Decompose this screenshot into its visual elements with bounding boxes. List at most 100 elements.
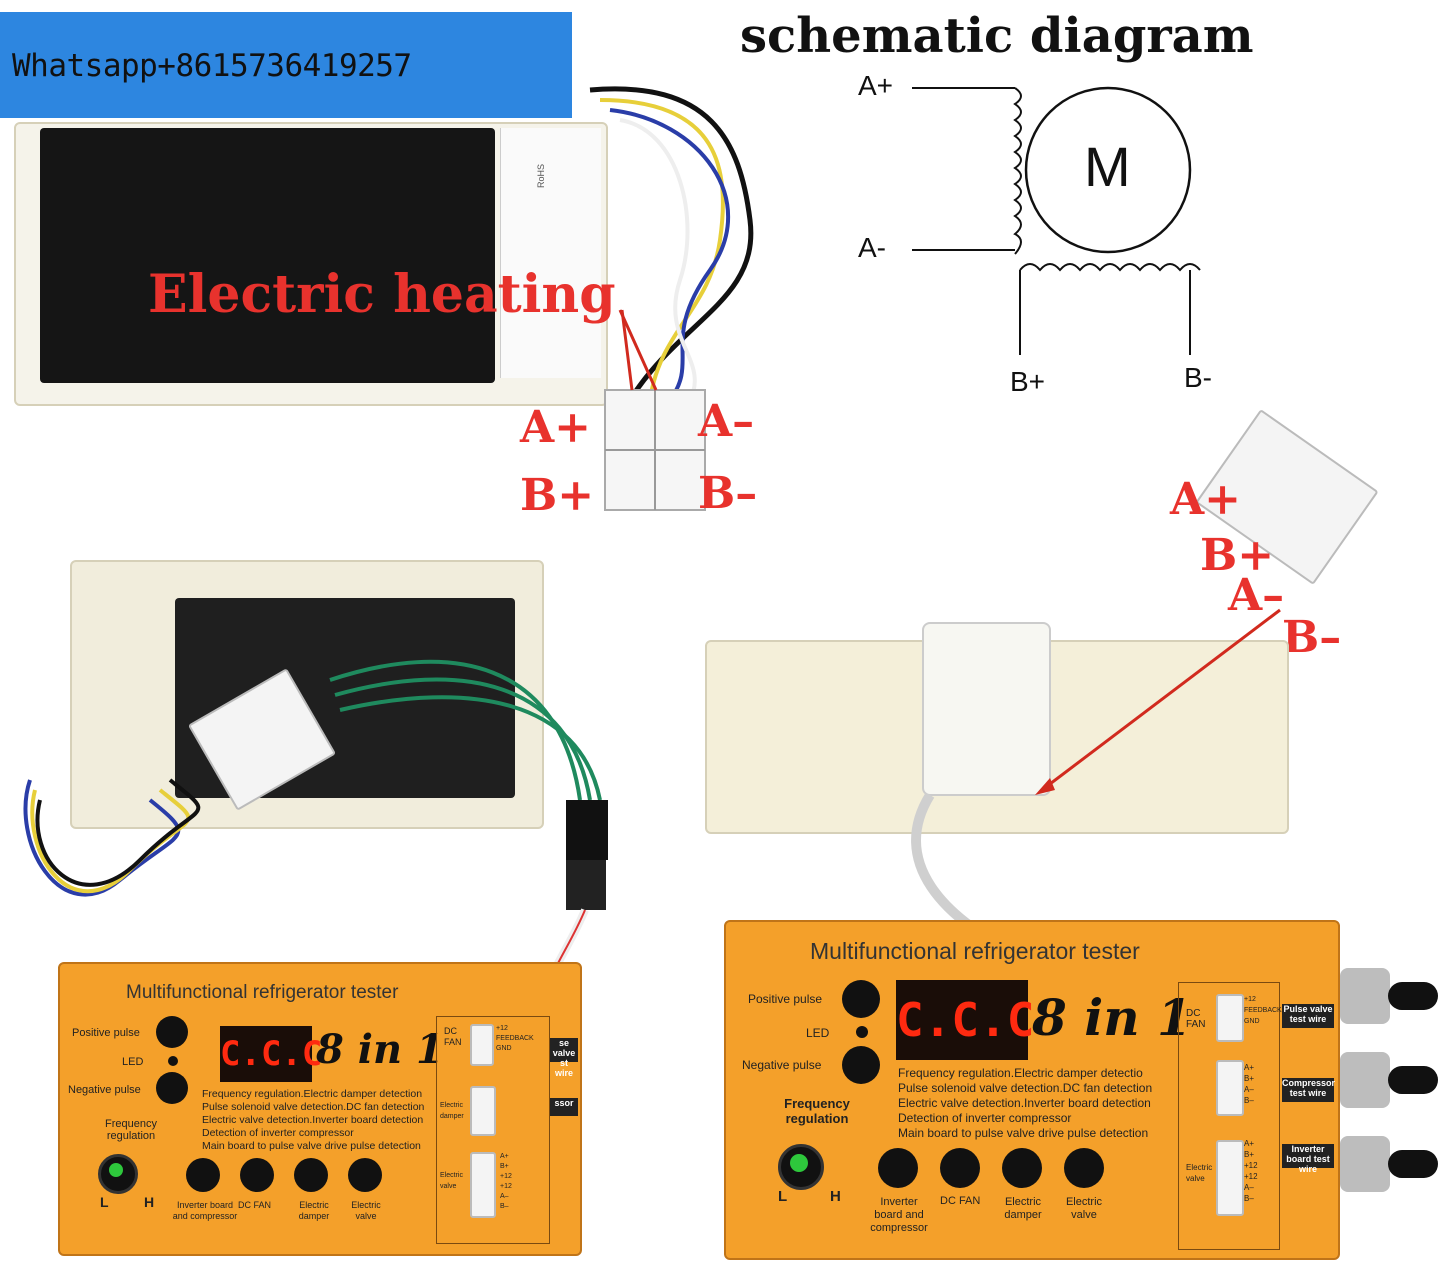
knob-cap xyxy=(790,1154,808,1172)
knob-cap xyxy=(109,1163,123,1177)
photo1-pin-b-plus: B+ xyxy=(520,470,595,521)
tester-right-positive-pulse-button[interactable] xyxy=(842,980,880,1018)
tester-right-btn-damper[interactable] xyxy=(1002,1148,1042,1188)
schematic-a-plus: A+ xyxy=(858,70,894,101)
tester-right: Multifunctional refrigerator tester Posi… xyxy=(724,920,1340,1260)
tester-right-valve-pins: A+ B+ +12 +12 A– B– xyxy=(1244,1139,1258,1203)
electric-heating-label: Electric heating xyxy=(148,264,616,325)
tester-right-dcfan-pins: +12 FEEDBACK GND xyxy=(1244,996,1282,1025)
tester-right-port-panel xyxy=(1178,982,1280,1250)
tester-left-btn-valve-label: Electric valve xyxy=(351,1200,381,1221)
schematic-b-minus: B- xyxy=(1184,362,1212,393)
damper-sticker xyxy=(500,128,601,378)
tester-right-btn-inverter-label: Inverter board and compressor xyxy=(870,1196,928,1234)
cable-1 xyxy=(1388,982,1438,1010)
schematic-a-minus: A- xyxy=(858,232,886,263)
tester-left-btn-damper-label: Electric damper xyxy=(298,1200,330,1221)
tester-right-low: L xyxy=(778,1188,788,1205)
tester-left-valve-label: Electric valve xyxy=(440,1172,463,1190)
tester-right-led xyxy=(856,1026,868,1038)
tester-right-inverter-tag: Inverter board test wire xyxy=(1282,1144,1334,1174)
tester-left-negative-pulse-button[interactable] xyxy=(156,1072,188,1104)
tester-left-pulse-tag: se valve st wire xyxy=(550,1038,578,1078)
photo1-pin-a-minus: A– xyxy=(698,396,755,447)
tester-left-high: H xyxy=(144,1194,155,1210)
tester-left-positive-pulse-button[interactable] xyxy=(156,1016,188,1048)
tester-left-positive-pulse-label: Positive pulse xyxy=(72,1027,140,1039)
tester-left-freq-knob[interactable] xyxy=(98,1154,138,1194)
heating-element xyxy=(40,128,495,383)
schematic-title: schematic diagram xyxy=(740,8,1254,64)
tester-right-logo: 8 in 1 xyxy=(1032,988,1192,1047)
tester-right-title: Multifunctional refrigerator tester xyxy=(810,938,1140,964)
tester-left-valve-port[interactable] xyxy=(470,1152,496,1218)
tester-right-negative-pulse-button[interactable] xyxy=(842,1046,880,1084)
tester-left-btn-dcfan-label: DC FAN xyxy=(238,1200,272,1210)
tester-left: Multifunctional refrigerator tester Posi… xyxy=(58,962,582,1256)
tester-left-negative-pulse-label: Negative pulse xyxy=(68,1084,141,1096)
tester-left-btn-dcfan[interactable] xyxy=(240,1158,274,1192)
tester-right-btn-inverter[interactable] xyxy=(878,1148,918,1188)
tester-left-dcfan-port[interactable] xyxy=(470,1024,494,1066)
photo4-pin-b-plus: B+ xyxy=(1200,530,1275,581)
schematic-b-plus: B+ xyxy=(1010,366,1046,397)
tester-right-dcfan-label: DC FAN xyxy=(1186,1008,1206,1030)
photo3-wires xyxy=(23,659,608,1060)
tester-left-led xyxy=(168,1056,178,1066)
photo1-wires xyxy=(589,86,754,511)
photo4-pin-b-minus: B– xyxy=(1282,612,1342,663)
tester-right-btn-valve-label: Electric valve xyxy=(1065,1196,1103,1221)
photo1-pin-b-minus: B– xyxy=(698,468,758,519)
tester-left-logo: 8 in 1 xyxy=(316,1026,444,1073)
tester-right-dcfan-port[interactable] xyxy=(1216,994,1244,1042)
whatsapp-banner: Whatsapp+8615736419257 xyxy=(0,12,572,118)
tester-right-btn-dcfan[interactable] xyxy=(940,1148,980,1188)
photo-damper-top: RoHS xyxy=(0,118,620,418)
tester-left-dcfan-pins: +12 FEEDBACK GND xyxy=(496,1025,534,1052)
tester-right-btn-valve[interactable] xyxy=(1064,1148,1104,1188)
tester-left-display: C.C.C xyxy=(220,1026,322,1082)
tester-right-freq-label: Frequency regulation xyxy=(784,1096,850,1126)
tester-left-btn-inverter-label: Inverter board and compressor xyxy=(172,1200,238,1221)
cable-gland-2 xyxy=(1340,1052,1390,1108)
photo4-pin-a-plus: A+ xyxy=(1170,474,1242,525)
tester-left-valve-pins: A+ B+ +12 +12 A– B– xyxy=(500,1153,512,1210)
tester-right-positive-pulse-label: Positive pulse xyxy=(748,992,823,1006)
cable-3 xyxy=(1388,1150,1438,1178)
tester-left-low: L xyxy=(100,1194,109,1210)
tester-right-valve-port[interactable] xyxy=(1216,1140,1244,1216)
tester-left-comp-tag: ssor xyxy=(550,1098,578,1116)
tester-right-valve-label: Electric valve xyxy=(1186,1163,1213,1183)
tester-right-negative-pulse-label: Negative pulse xyxy=(742,1058,822,1072)
cable-gland-3 xyxy=(1340,1136,1390,1192)
damper-motor-block xyxy=(922,622,1051,796)
cable-2 xyxy=(1388,1066,1438,1094)
sticker-text: RoHS xyxy=(525,164,558,198)
tester-left-freq-label: Frequency regulation xyxy=(105,1118,157,1142)
tester-right-btn-dcfan-label: DC FAN xyxy=(940,1195,981,1207)
tester-left-btn-valve[interactable] xyxy=(348,1158,382,1192)
tester-left-btn-inverter[interactable] xyxy=(186,1158,220,1192)
tester-right-damper-port[interactable] xyxy=(1216,1060,1244,1116)
stepper-motor-schematic xyxy=(912,86,1201,355)
tester-right-freq-knob[interactable] xyxy=(778,1144,824,1190)
tester-right-comp-tag: Compressor test wire xyxy=(1282,1078,1335,1102)
tester-left-damper-port[interactable] xyxy=(470,1086,496,1136)
tester-left-led-label: LED xyxy=(122,1056,144,1068)
banner-text: Whatsapp+8615736419257 xyxy=(12,48,412,84)
tester-right-features: Frequency regulation.Electric damper det… xyxy=(898,1066,1153,1140)
tester-left-btn-damper[interactable] xyxy=(294,1158,328,1192)
tester-right-display: C.C.C xyxy=(896,980,1034,1060)
tester-left-damper-label: Electric damper xyxy=(440,1102,464,1120)
photo1-pin-a-plus: A+ xyxy=(520,402,592,453)
tester-right-damper-pins: A+ B+ A– B– xyxy=(1244,1063,1255,1105)
tester-right-btn-damper-label: Electric damper xyxy=(1004,1196,1042,1221)
tester-right-high: H xyxy=(830,1188,841,1205)
tester-left-features: Frequency regulation.Electric damper det… xyxy=(202,1088,425,1152)
tester-left-dcfan-label: DC FAN xyxy=(444,1026,462,1047)
tester-right-pulse-tag: Pulse valve test wire xyxy=(1282,1004,1334,1028)
tester-right-led-label: LED xyxy=(806,1026,830,1040)
sticker-rohs: RoHS xyxy=(536,163,546,188)
motor-label: M xyxy=(1084,135,1131,198)
tester-left-title: Multifunctional refrigerator tester xyxy=(126,982,399,1003)
